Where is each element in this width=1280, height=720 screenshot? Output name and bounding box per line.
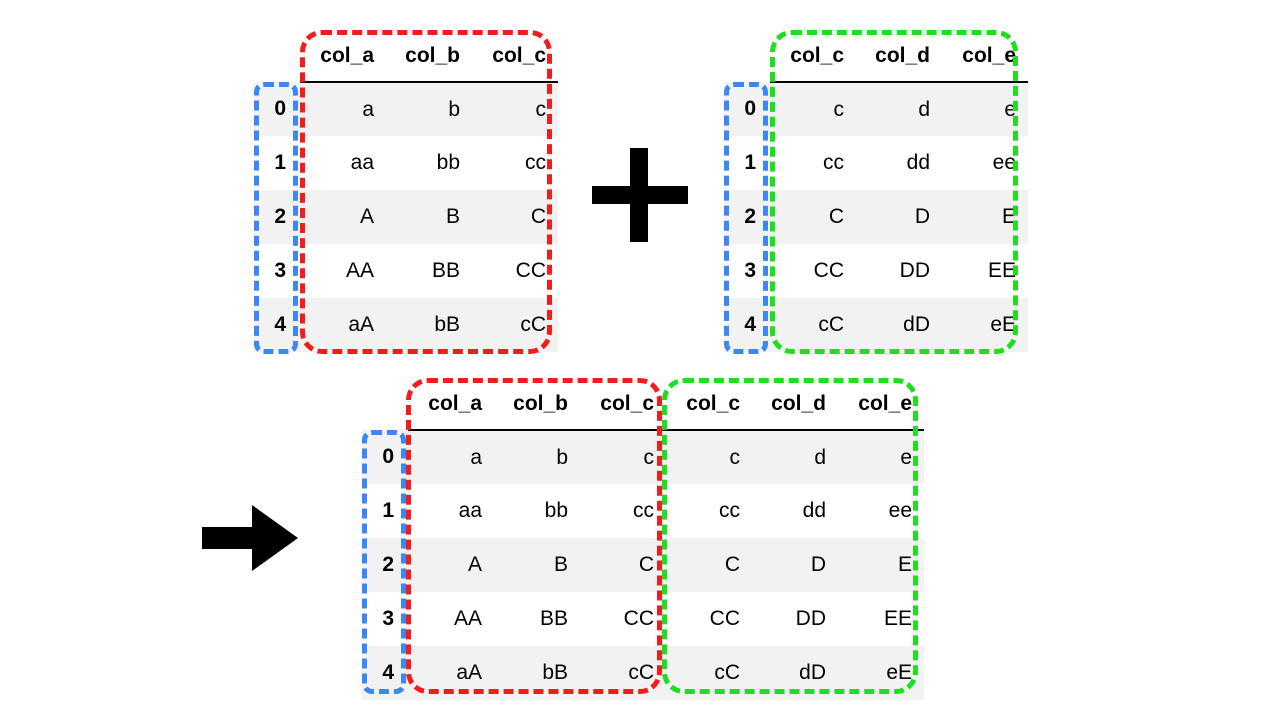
table-cell: bb <box>436 151 460 174</box>
table-cell: EE <box>987 259 1016 282</box>
table-cell: C <box>530 205 546 228</box>
table-row: 3 AA BB CC <box>254 244 558 298</box>
row-index: 1 <box>382 499 394 522</box>
table-cell: cc <box>525 151 546 174</box>
table-cell: C <box>638 553 654 576</box>
table-cell: cC <box>520 313 546 336</box>
table-cell: ee <box>888 499 912 522</box>
table-cell: aA <box>348 313 374 336</box>
table-cell: aa <box>458 499 482 522</box>
column-header: col_d <box>856 30 942 83</box>
row-index: 2 <box>744 205 756 228</box>
table-cell: dD <box>903 313 930 336</box>
left-columns-box <box>300 30 552 354</box>
table-cell: AA <box>345 259 374 282</box>
table-cell: CC <box>623 607 654 630</box>
row-index: 1 <box>274 151 286 174</box>
row-index: 4 <box>744 313 756 336</box>
index-header <box>254 30 300 82</box>
row-index: 2 <box>274 205 286 228</box>
row-index: 4 <box>274 313 286 336</box>
table-cell: b <box>556 445 568 469</box>
arrow-right-icon <box>202 505 298 571</box>
table-cell: B <box>445 205 460 228</box>
table-cell: cc <box>719 499 740 522</box>
table-row: 1 aa bb cc cc dd ee <box>362 484 924 538</box>
table-cell: cc <box>823 151 844 174</box>
table-cell: cC <box>714 661 740 684</box>
table-cell: dD <box>799 661 826 684</box>
table-cell: BB <box>431 259 460 282</box>
table-cell: bB <box>434 313 460 336</box>
row-index: 0 <box>744 97 756 120</box>
table-cell: cc <box>633 499 654 522</box>
table-cell: d <box>814 445 826 469</box>
table-cell: aa <box>350 151 374 174</box>
table-cell: E <box>897 553 912 576</box>
table-cell: eE <box>990 313 1016 336</box>
table-cell: c <box>729 445 741 469</box>
table-cell: e <box>1004 97 1016 121</box>
left-index-box <box>254 82 298 354</box>
table-cell: CC <box>709 607 740 630</box>
table-cell: BB <box>539 607 568 630</box>
row-index: 3 <box>274 259 286 282</box>
row-index: 0 <box>382 445 394 468</box>
row-index: 0 <box>274 97 286 120</box>
row-index: 3 <box>744 259 756 282</box>
table-cell: EE <box>883 607 912 630</box>
table-cell: dd <box>906 151 930 174</box>
table-row: 1 cc dd ee <box>724 136 1028 190</box>
table-cell: B <box>553 553 568 576</box>
table-cell: D <box>914 205 930 228</box>
table-cell: A <box>359 205 374 228</box>
table-cell: DD <box>899 259 930 282</box>
row-index: 1 <box>744 151 756 174</box>
result-left-columns-box <box>406 378 662 694</box>
table-cell: bB <box>542 661 568 684</box>
column-header: col_a <box>408 378 494 431</box>
result-right-columns-box <box>662 378 918 694</box>
table-cell: a <box>470 445 482 469</box>
table-cell: A <box>467 553 482 576</box>
column-header: col_b <box>386 30 472 83</box>
table-row: 0 a b c c d e <box>362 430 924 484</box>
table-cell: d <box>918 97 930 121</box>
index-header <box>362 378 408 430</box>
table-cell: bb <box>544 499 568 522</box>
table-cell: AA <box>453 607 482 630</box>
table-row: 3 CC DD EE <box>724 244 1028 298</box>
table-cell: aA <box>456 661 482 684</box>
right-columns-box <box>770 30 1018 354</box>
row-index: 4 <box>382 661 394 684</box>
table-cell: c <box>535 97 547 121</box>
table-row: 2 A B C C D E <box>362 538 924 592</box>
result-index-box <box>362 430 406 694</box>
table-cell: dd <box>802 499 826 522</box>
table-cell: b <box>448 97 460 121</box>
table-cell: a <box>362 97 374 121</box>
row-index: 3 <box>382 607 394 630</box>
table-cell: cC <box>818 313 844 336</box>
table-cell: ee <box>992 151 1016 174</box>
table-cell: c <box>833 97 845 121</box>
table-cell: e <box>900 445 912 469</box>
right-index-box <box>724 82 768 354</box>
table-cell: E <box>1001 205 1016 228</box>
table-cell: c <box>643 445 655 469</box>
column-header: col_d <box>752 378 838 431</box>
table-cell: D <box>810 553 826 576</box>
table-cell: DD <box>795 607 826 630</box>
table-cell: CC <box>515 259 546 282</box>
column-header: col_b <box>494 378 580 431</box>
table-cell: C <box>724 553 740 576</box>
row-index: 2 <box>382 553 394 576</box>
index-header <box>724 30 770 82</box>
table-row: 3 AA BB CC CC DD EE <box>362 592 924 646</box>
table-row: 1 aa bb cc <box>254 136 558 190</box>
table-cell: CC <box>813 259 844 282</box>
table-cell: C <box>828 205 844 228</box>
